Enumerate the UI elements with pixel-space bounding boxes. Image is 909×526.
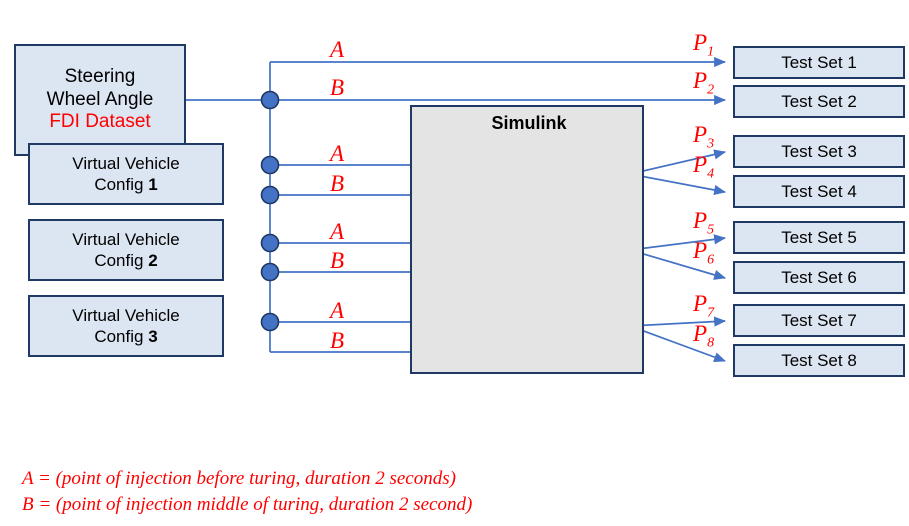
config-1-prefix: Config [94, 175, 149, 194]
p-label-1-sub: 1 [707, 44, 715, 60]
test-set-2-box[interactable]: Test Set 2 [733, 85, 905, 118]
junction-dot [260, 262, 280, 282]
config-1-line-2: Config 1 [94, 174, 157, 195]
config-2-prefix: Config [94, 251, 149, 270]
test-set-5-box[interactable]: Test Set 5 [733, 221, 905, 254]
junction-dot [260, 90, 280, 110]
junction-dot [260, 155, 280, 175]
source-line-1: Steering [64, 66, 136, 88]
test-set-6-box[interactable]: Test Set 6 [733, 261, 905, 294]
virtual-vehicle-config-3-box[interactable]: Virtual Vehicle Config 3 [28, 295, 224, 357]
p-label-4-sub: 4 [707, 166, 715, 182]
p-label-4: P4 [693, 153, 714, 182]
p-label-1: P1 [693, 31, 714, 60]
junction-dot [260, 312, 280, 332]
p-label-2-sub: 2 [707, 82, 715, 98]
config-1-line-1: Virtual Vehicle [72, 153, 180, 173]
p-label-2: P2 [693, 69, 714, 98]
p-label-5-sub: 5 [707, 222, 715, 238]
p-label-3-base: P [693, 122, 708, 147]
junction-dot [260, 233, 280, 253]
junction-dot [260, 185, 280, 205]
legend-line-b: B = (point of injection middle of turing… [22, 493, 473, 515]
p-label-5: P5 [693, 209, 714, 238]
p-label-7-sub: 7 [707, 305, 715, 321]
bus-junction-dots [260, 90, 280, 332]
branch-label-b-3: B [330, 248, 345, 273]
branch-label-a-3: A [330, 219, 345, 244]
config-1-number: 1 [148, 175, 158, 194]
branch-label-b-4: B [330, 328, 345, 353]
simulink-title: Simulink [491, 113, 567, 133]
p-label-6-base: P [693, 238, 708, 263]
p-label-2-base: P [693, 68, 708, 93]
source-line-2: Wheel Angle [46, 88, 154, 110]
p-label-6: P6 [693, 239, 714, 268]
config-3-number: 3 [148, 327, 158, 346]
p-label-5-base: P [693, 208, 708, 233]
config-3-prefix: Config [94, 327, 149, 346]
test-set-4-box[interactable]: Test Set 4 [733, 175, 905, 208]
p-label-8-sub: 8 [707, 335, 715, 351]
simulink-container[interactable]: Simulink [410, 105, 644, 374]
p-label-8-base: P [693, 321, 708, 346]
p-label-8: P8 [693, 322, 714, 351]
p-label-1-base: P [693, 30, 708, 55]
config-2-line-1: Virtual Vehicle [72, 229, 180, 249]
virtual-vehicle-config-1-box[interactable]: Virtual Vehicle Config 1 [28, 143, 224, 205]
test-set-7-box[interactable]: Test Set 7 [733, 304, 905, 337]
p-label-4-base: P [693, 152, 708, 177]
branch-label-a-1: A [330, 37, 345, 62]
source-dataset-box[interactable]: Steering Wheel Angle FDI Dataset [14, 44, 186, 156]
config-2-line-2: Config 2 [94, 250, 157, 271]
p-label-7: P7 [693, 292, 714, 321]
branch-label-b-2: B [330, 171, 345, 196]
legend-line-a: A = (point of injection before turing, d… [22, 468, 456, 489]
p-label-3-sub: 3 [707, 136, 715, 152]
p-label-7-base: P [693, 291, 708, 316]
p-label-6-sub: 6 [707, 252, 715, 268]
virtual-vehicle-config-2-box[interactable]: Virtual Vehicle Config 2 [28, 219, 224, 281]
config-3-line-1: Virtual Vehicle [72, 305, 180, 325]
config-3-line-2: Config 3 [94, 326, 157, 347]
test-set-3-box[interactable]: Test Set 3 [733, 135, 905, 168]
branch-label-a-4: A [330, 298, 345, 323]
branch-label-a-2: A [330, 141, 345, 166]
test-set-1-box[interactable]: Test Set 1 [733, 46, 905, 79]
branch-label-b-1: B [330, 75, 345, 100]
legend: A = (point of injection before turing, d… [22, 466, 882, 517]
config-2-number: 2 [148, 251, 158, 270]
source-line-3: FDI Dataset [49, 111, 151, 133]
test-set-8-box[interactable]: Test Set 8 [733, 344, 905, 377]
p-label-3: P3 [693, 123, 714, 152]
